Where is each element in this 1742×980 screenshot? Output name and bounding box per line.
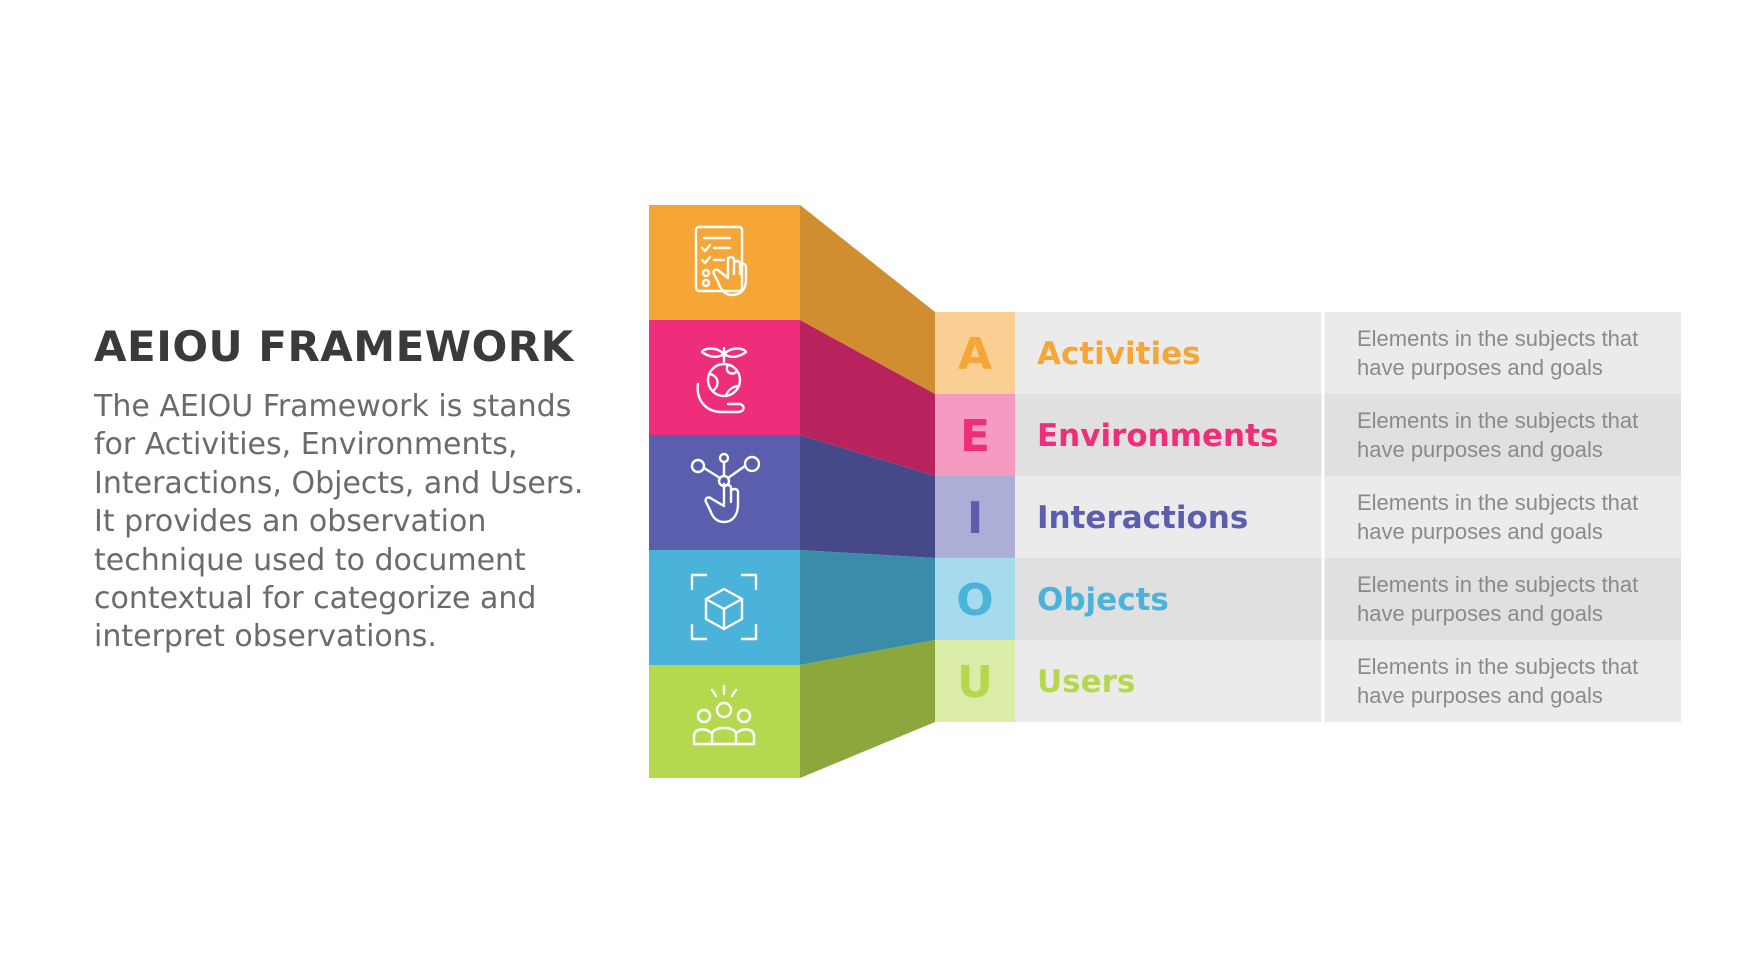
side-face-i (800, 435, 935, 558)
row-descriptions: Elements in the subjects that have purpo… (1357, 326, 1638, 708)
description-line: It provides an observation (94, 504, 487, 540)
row-desc-line: Elements in the subjects that (1357, 408, 1638, 433)
row-desc-line: have purposes and goals (1357, 683, 1603, 708)
front-blocks (649, 205, 800, 778)
row-desc-line: have purposes and goals (1357, 601, 1603, 626)
framework-description: The AEIOU Framework is stands for Activi… (94, 388, 614, 657)
front-block-u (649, 665, 800, 778)
letter-cell-e (935, 394, 1015, 476)
label-interactions: Interactions (1037, 500, 1248, 536)
label-activities: Activities (1037, 336, 1201, 372)
row-desc-line: have purposes and goals (1357, 519, 1603, 544)
description-line: contextual for categorize and (94, 581, 537, 617)
row-desc-line: have purposes and goals (1357, 437, 1603, 462)
globe-plant-hand-icon (696, 346, 748, 414)
row-desc-line: Elements in the subjects that (1357, 490, 1638, 515)
3d-box-scan-icon (690, 573, 758, 641)
page-title: AEIOU FRAMEWORK (94, 322, 574, 371)
side-face-e (800, 320, 935, 476)
row-desc-line: Elements in the subjects that (1357, 654, 1638, 679)
description-line: for Activities, Environments, (94, 427, 518, 463)
perspective-faces (800, 205, 935, 778)
row-o-background (935, 558, 1681, 640)
row-e-background (935, 394, 1681, 476)
row-desc-line: Elements in the subjects that (1357, 572, 1638, 597)
row-a-background (935, 312, 1681, 394)
letter-u: U (957, 657, 993, 708)
description-line: technique used to document (94, 542, 526, 578)
description-line: The AEIOU Framework is stands (94, 389, 572, 424)
row-i-background (935, 476, 1681, 558)
letter-cell-u (935, 640, 1015, 722)
label-objects: Objects (1037, 582, 1169, 618)
letter-column: A E I O U (935, 312, 1015, 722)
letter-cell-o (935, 558, 1015, 640)
row-desc-line: have purposes and goals (1357, 355, 1603, 380)
description-line: interpret observations. (94, 619, 437, 655)
row-desc-line: Elements in the subjects that (1357, 326, 1638, 351)
label-users: Users (1037, 664, 1135, 700)
letter-cell-i (935, 476, 1015, 558)
side-face-u (800, 640, 935, 778)
row-labels: Activities Environments Interactions Obj… (1037, 336, 1278, 700)
rows-table (935, 312, 1681, 722)
user-group-icon (692, 684, 756, 746)
letter-cell-a (935, 312, 1015, 394)
front-block-e (649, 320, 800, 435)
front-block-a (649, 205, 800, 320)
touch-network-icon (690, 452, 761, 524)
side-face-o (800, 550, 935, 665)
letter-i: I (967, 493, 983, 544)
letter-a: A (958, 329, 992, 380)
side-face-a (800, 205, 935, 394)
label-environments: Environments (1037, 418, 1278, 454)
description-line: Interactions, Objects, and Users. (94, 465, 584, 501)
row-u-background (935, 640, 1681, 722)
letter-e: E (960, 411, 990, 462)
checklist-hand-icon (694, 225, 748, 297)
letter-o: O (956, 575, 993, 626)
